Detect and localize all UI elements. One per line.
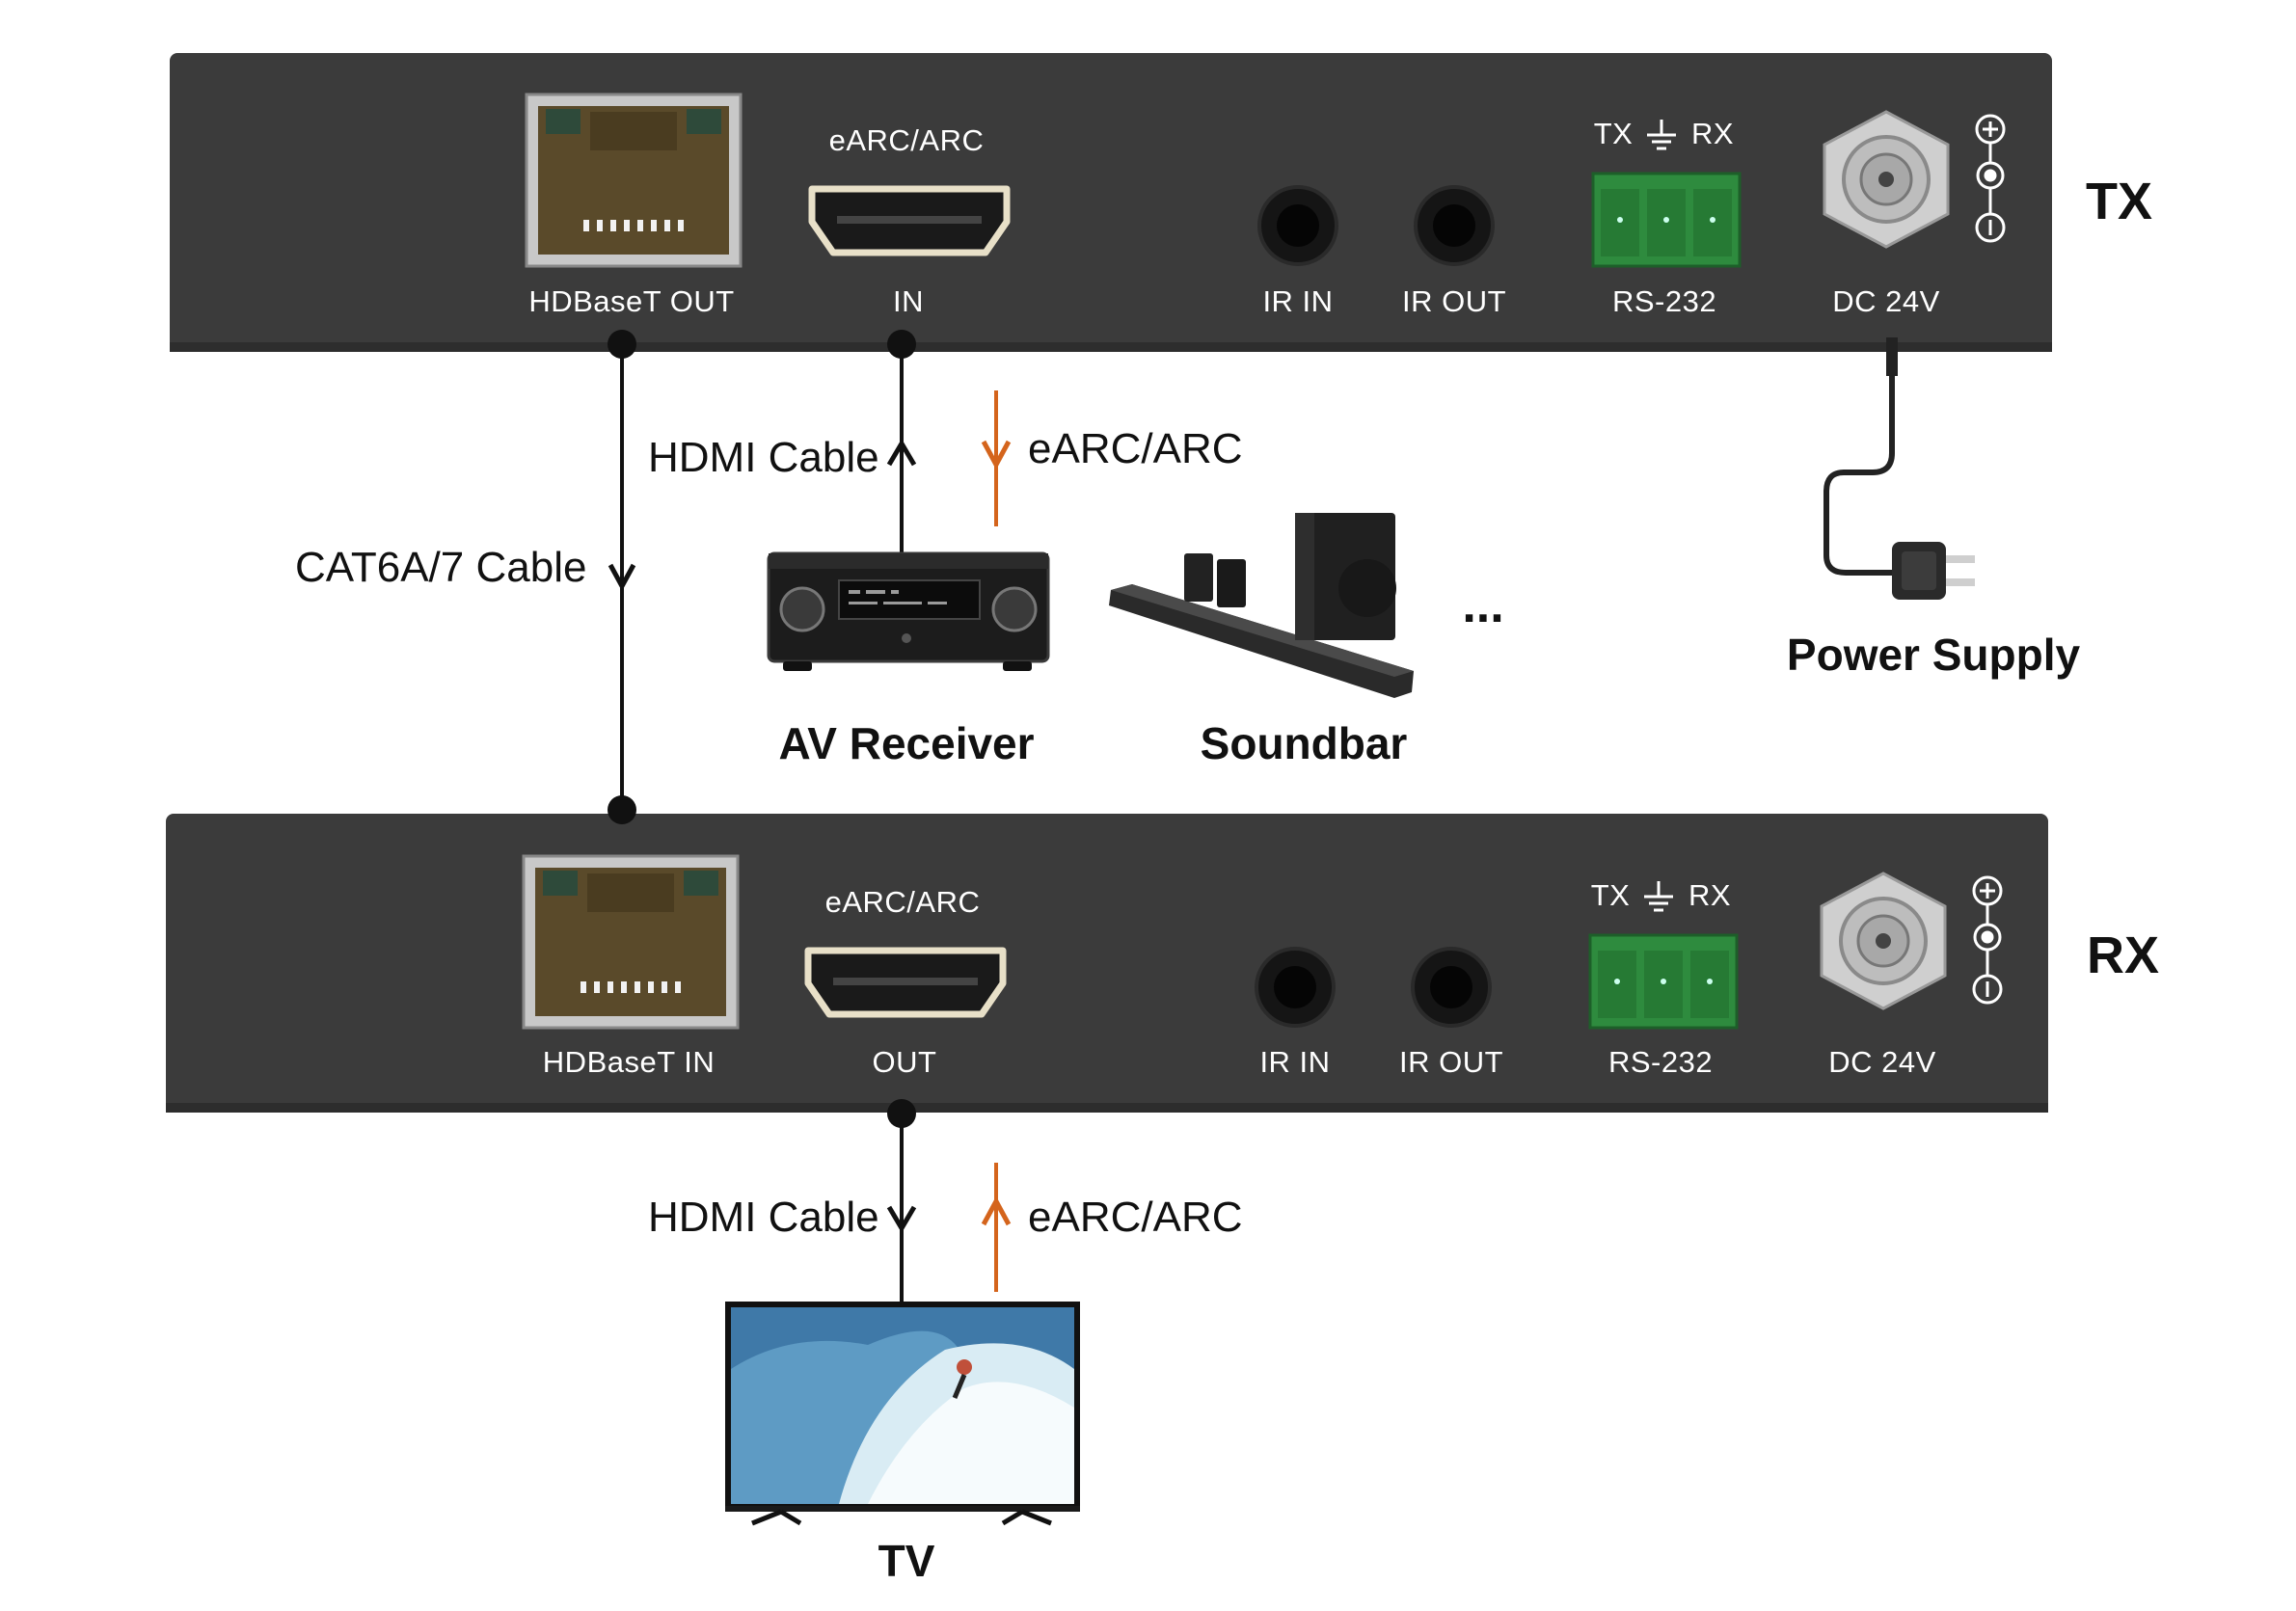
rx-earc-label: eARC/ARC <box>824 885 981 919</box>
power-supply-label: Power Supply <box>1786 630 2081 680</box>
rx-ir-out-jack-icon <box>1411 947 1492 1028</box>
earc-bottom-label: eARC/ARC <box>1028 1194 1243 1241</box>
hdmi-cable-top-label: HDMI Cable <box>648 434 879 481</box>
rx-ir-in-label: IR IN <box>1259 1045 1331 1079</box>
tx-dc-port-icon <box>1823 110 1950 249</box>
tx-unit <box>170 53 2052 352</box>
rx-hdmi-label: OUT <box>872 1045 937 1079</box>
tv-icon <box>725 1302 1080 1526</box>
tx-rs232-terminal-icon <box>1591 172 1742 268</box>
rx-unit-title: RX <box>2087 926 2160 984</box>
tx-ir-out-jack-icon <box>1414 185 1495 266</box>
ellipsis-label: ... <box>1462 577 1504 633</box>
tv-label: TV <box>878 1536 935 1586</box>
tx-earc-label: eARC/ARC <box>828 123 985 157</box>
rx-rs232-tx-label: TX <box>1590 878 1631 912</box>
tx-ir-in-label: IR IN <box>1262 284 1334 318</box>
cat-cable-label: CAT6A/7 Cable <box>295 544 587 591</box>
power-cable-line <box>1823 337 1900 576</box>
av-receiver-label: AV Receiver <box>778 718 1035 768</box>
rx-rs232-terminal-icon <box>1588 933 1739 1030</box>
rx-dc-port-icon <box>1820 872 1947 1010</box>
cat-cable-line <box>608 330 636 824</box>
rx-rs232-rx-label: RX <box>1688 878 1732 912</box>
tx-ir-out-label: IR OUT <box>1401 284 1507 318</box>
earc-arrow-top <box>981 390 1012 526</box>
tx-hdbaset-port-icon <box>525 93 743 268</box>
rx-hdbaset-port-icon <box>522 854 740 1030</box>
tx-dc-label: DC 24V <box>1832 284 1940 318</box>
hdmi-cable-bottom-label: HDMI Cable <box>648 1194 879 1241</box>
tx-hdbaset-label: HDBaseT OUT <box>528 284 735 318</box>
rx-dc-label: DC 24V <box>1828 1045 1936 1079</box>
rx-ground-icon <box>1644 881 1673 912</box>
tx-polarity-icon <box>1975 114 2006 243</box>
tx-unit-title: TX <box>2086 173 2153 230</box>
tx-ground-icon <box>1647 120 1676 150</box>
rx-unit <box>166 814 2048 1113</box>
hdmi-cable-top-line <box>886 330 917 554</box>
tx-ir-in-jack-icon <box>1257 185 1338 266</box>
earc-top-label: eARC/ARC <box>1028 425 1243 472</box>
tx-rs232-rx-label: RX <box>1690 117 1735 150</box>
av-receiver-icon <box>767 551 1050 671</box>
soundbar-label: Soundbar <box>1200 718 1408 768</box>
soundbar-icon <box>1109 513 1414 698</box>
rx-rs232-label: RS-232 <box>1607 1045 1714 1079</box>
earc-arrow-bottom <box>981 1163 1012 1292</box>
tx-rs232-tx-label: TX <box>1593 117 1634 150</box>
tx-rs232-label: RS-232 <box>1611 284 1717 318</box>
rx-ir-out-label: IR OUT <box>1398 1045 1504 1079</box>
tx-hdmi-port-icon <box>808 185 1011 256</box>
power-supply-icon <box>1892 542 1975 600</box>
rx-hdbaset-label: HDBaseT IN <box>542 1045 716 1079</box>
rx-hdmi-port-icon <box>804 947 1007 1018</box>
rx-ir-in-jack-icon <box>1255 947 1336 1028</box>
rx-polarity-icon <box>1972 875 2003 1005</box>
hdmi-cable-bottom-line <box>886 1099 917 1303</box>
tx-hdmi-label: IN <box>893 284 924 318</box>
